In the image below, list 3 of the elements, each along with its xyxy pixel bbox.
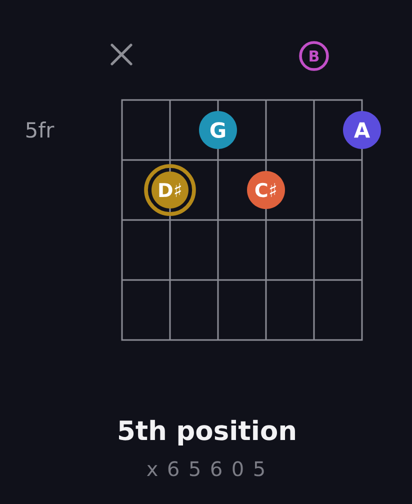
- title: 5th position: [119, 420, 295, 446]
- fret-label: 5fr: [26, 122, 54, 138]
- fingering-text: x 6 5 6 0 5: [146, 461, 264, 476]
